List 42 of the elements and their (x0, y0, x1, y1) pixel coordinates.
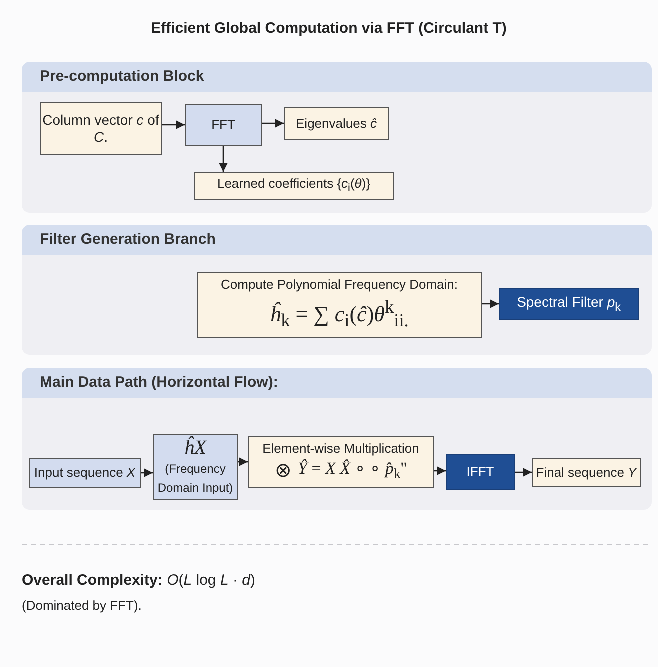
multiply-symbol: ⊗ (274, 460, 292, 481)
input-box (29, 458, 141, 488)
section-heading: Filter Generation Branch (22, 225, 652, 255)
section-heading: Pre-computation Block (22, 62, 652, 92)
section-panel (22, 368, 652, 510)
section-heading: Main Data Path (Horizontal Flow): (22, 368, 652, 398)
arrow (162, 120, 185, 130)
section-panel (22, 225, 652, 355)
formula-box (197, 272, 482, 338)
arrow (238, 457, 248, 467)
process-box (153, 434, 238, 500)
arrow (141, 468, 153, 478)
box-heading: Compute Polynomial Frequency Domain: (221, 277, 458, 293)
formula: Ŷ = X X̂ ∘ ∘ p̂$_{k}$'' (298, 458, 408, 483)
complexity-note: Overall Complexity: O(L log L · d) (22, 572, 256, 589)
process-box (446, 454, 515, 490)
box-label: FFT (212, 117, 236, 133)
box-label: IFFT (466, 464, 494, 480)
box-label: Eigenvalues ĉ (296, 116, 377, 132)
box-heading: Element-wise Multiplication (262, 441, 420, 457)
input-box (40, 102, 162, 155)
formula: ĥX (184, 436, 207, 460)
box-label: Spectral Filter p$_{k}$ (517, 294, 621, 314)
output-box (532, 458, 641, 487)
arrow (434, 466, 446, 476)
section-panel (22, 62, 652, 213)
filter-box (499, 288, 639, 320)
arrow (218, 146, 228, 172)
box-caption: (Frequency Domain Input) (156, 460, 234, 497)
formula-box (248, 436, 434, 488)
process-box (185, 104, 262, 146)
arrow (262, 118, 284, 128)
note-text: (Dominated by FFT). (22, 598, 142, 613)
arrow (515, 468, 532, 478)
box-label: Column vector c of C. (42, 112, 160, 146)
box-label: Input sequence X (34, 465, 136, 481)
box-label: Final sequence Y (536, 464, 637, 480)
diagram-title: Efficient Global Computation via FFT (Circulant T) (150, 20, 508, 37)
arrow (482, 299, 499, 309)
output-box (284, 107, 389, 140)
box-label: Learned coefficients {c$_{i}$(θ)} (217, 176, 371, 196)
output-box (194, 172, 394, 200)
